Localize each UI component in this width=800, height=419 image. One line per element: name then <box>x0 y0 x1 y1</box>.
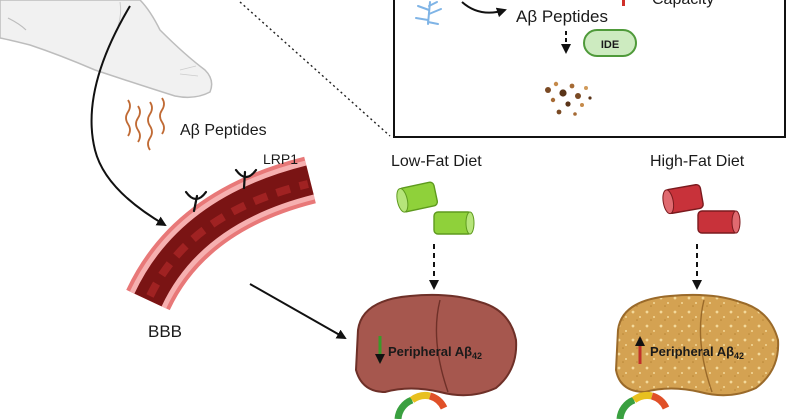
peripheral-abeta-high-label: Peripheral Aβ42 <box>650 344 744 361</box>
inset-box <box>393 0 786 138</box>
ide-label: IDE <box>601 39 619 51</box>
gauge-high-fat-icon <box>616 392 670 419</box>
nose-to-bbb-arrow <box>90 5 167 227</box>
ide-enzyme-pill <box>583 29 637 57</box>
gauge-low-fat-icon <box>394 392 448 419</box>
peripheral-abeta-low-base: Peripheral Aβ <box>388 344 472 359</box>
low-fat-food-blocks-icon <box>396 181 475 235</box>
peripheral-abeta-low-label: Peripheral Aβ42 <box>388 344 482 361</box>
mouse-icon <box>0 0 213 99</box>
bbb-label: BBB <box>148 322 182 341</box>
liver-high-fat-icon <box>614 293 780 397</box>
abeta-peptides-label-inset: Aβ Peptides <box>516 7 608 26</box>
lrp1-receptor-icon <box>184 168 258 213</box>
inset-curved-arrow <box>461 1 507 18</box>
abeta-peptide-squiggles-icon <box>125 97 165 151</box>
degraded-fragments-icon <box>545 81 592 116</box>
low-fat-diet-label: Low-Fat Diet <box>391 153 482 170</box>
peripheral-abeta-high-base: Peripheral Aβ <box>650 344 734 359</box>
capacity-red-marker <box>622 0 625 6</box>
bbb-to-liver-arrow <box>249 283 347 339</box>
lrp1-label: LRP1 <box>263 151 298 167</box>
zoom-connector-line <box>239 1 391 137</box>
neuron-icon <box>415 1 442 25</box>
peripheral-abeta-low-sub: 42 <box>472 351 482 361</box>
liver-low-fat-icon <box>354 293 518 397</box>
high-fat-food-blocks-icon <box>662 183 741 234</box>
high-fat-diet-label: High-Fat Diet <box>650 153 745 170</box>
abeta-peptides-label-left: Aβ Peptides <box>180 122 267 139</box>
blood-vessel-icon <box>126 156 317 311</box>
capacity-label: Capacity <box>652 0 714 8</box>
peripheral-abeta-high-sub: 42 <box>734 351 744 361</box>
